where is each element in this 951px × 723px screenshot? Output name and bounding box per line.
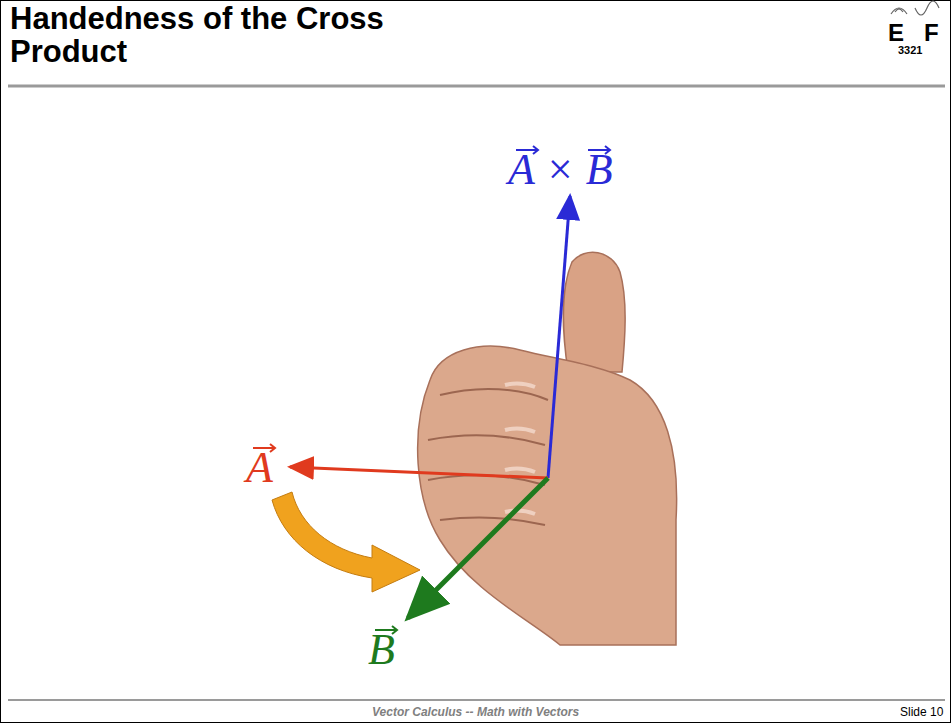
logo-letter: E — [888, 20, 904, 46]
slide-title: Handedness of the Cross Product — [10, 2, 450, 68]
cross-product-label: A × B — [508, 146, 613, 194]
vector-a-label: A — [246, 444, 273, 492]
logo-number: 3321 — [898, 44, 922, 57]
footer-text: Vector Calculus -- Math with Vectors — [372, 705, 579, 719]
logo-letter: F — [924, 20, 939, 46]
hand — [418, 252, 677, 645]
slide-number: Slide 10 — [900, 705, 943, 719]
vector-b-label: B — [368, 626, 395, 674]
